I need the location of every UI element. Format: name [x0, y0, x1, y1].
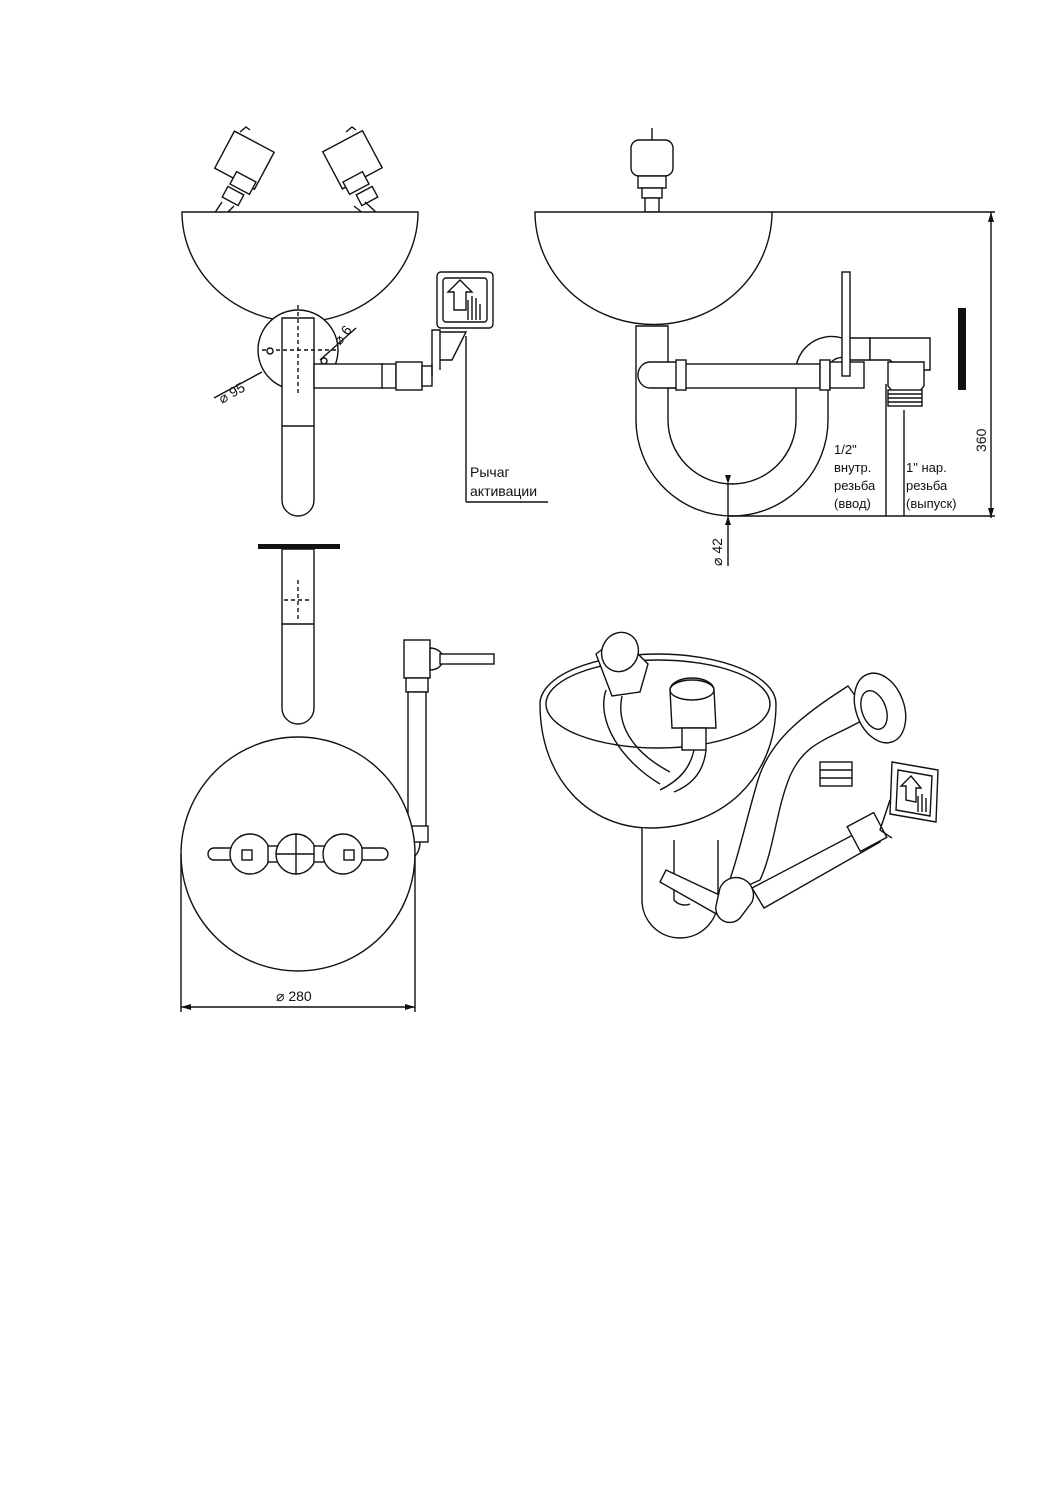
half-inch-label-line4: (ввод)	[834, 496, 871, 511]
dim-dia-42: ⌀ 42	[709, 538, 725, 566]
one-inch-label-line1: 1" нар.	[906, 460, 947, 475]
dim-dia-280: ⌀ 280	[276, 988, 312, 1004]
spray-head-side	[630, 128, 674, 213]
one-inch-label-line2: резьба	[906, 478, 948, 493]
top-view: ⌀ 280	[180, 544, 495, 1012]
spray-head-left	[213, 126, 276, 215]
dim-360: 360	[973, 428, 989, 452]
hand-push-arrow-icon-iso	[879, 761, 939, 839]
supply-pipe-front	[313, 363, 385, 389]
side-view: 360 1/2" внутр. резьба (ввод) 1" нар. ре…	[534, 128, 995, 566]
isometric-view	[539, 631, 939, 939]
drain-pipe-front	[281, 317, 315, 517]
bowl-front	[181, 211, 419, 323]
bowl-side	[534, 211, 773, 326]
half-inch-label-line1: 1/2"	[834, 442, 857, 457]
bowl-iso	[539, 653, 777, 829]
spray-head-right	[321, 126, 384, 215]
half-inch-label-line2: внутр.	[834, 460, 871, 475]
front-view: Рычаг активации ⌀ 95 ⌀ 6	[181, 126, 548, 517]
lever-label-line2: активации	[470, 483, 537, 499]
one-inch-label-line3: (выпуск)	[906, 496, 957, 511]
lever-label-line1: Рычаг	[470, 464, 510, 480]
wall-flange-iso	[853, 672, 907, 744]
hand-push-arrow-icon	[436, 271, 494, 329]
wall-flange-side	[958, 308, 966, 390]
half-inch-label-line3: резьба	[834, 478, 876, 493]
spray-heads-top	[207, 833, 389, 875]
